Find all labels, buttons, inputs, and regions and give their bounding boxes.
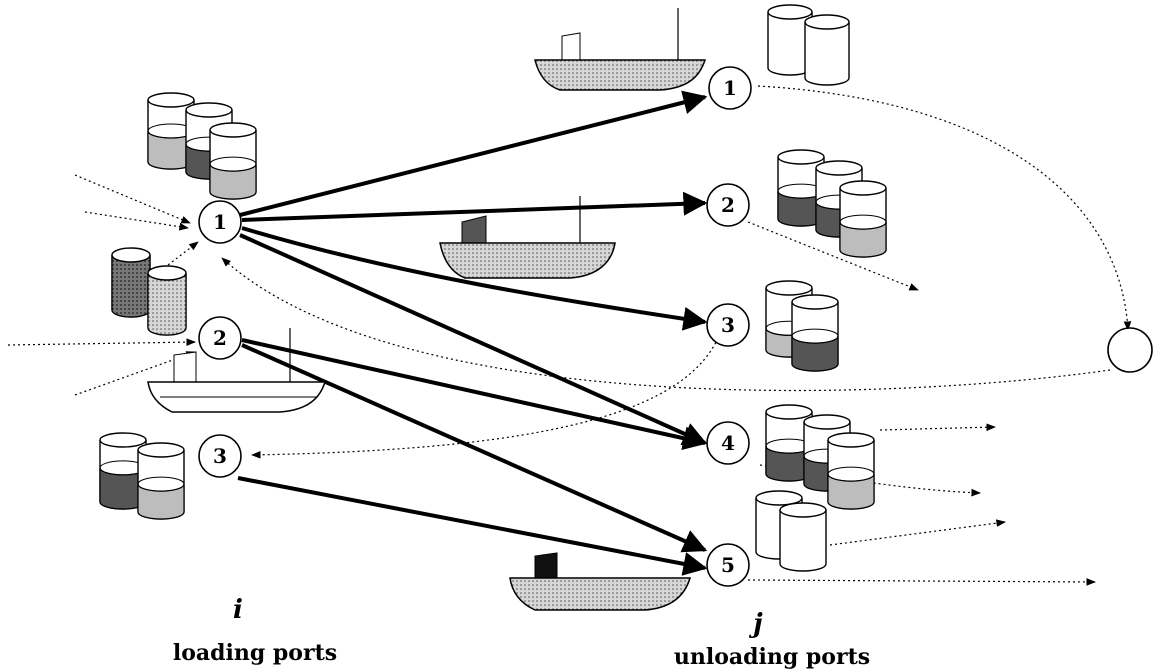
- intermediate-node: [1107, 327, 1153, 373]
- shipment-arrow-1-2: [241, 191, 708, 222]
- tank-icon: [137, 442, 185, 520]
- tank-icon: [791, 294, 839, 372]
- loading-port-2-tanks: [111, 247, 187, 336]
- loading-port-3: 3: [198, 434, 242, 478]
- ship-left: [147, 328, 327, 413]
- tank-icon: [827, 432, 875, 510]
- loading-ports-caption: loading ports: [173, 640, 337, 666]
- tank-icon: [839, 180, 887, 258]
- shipment-arrow-2-5: [241, 343, 708, 553]
- tank-icon: [111, 247, 151, 318]
- loading-port-3-tanks: [99, 432, 185, 520]
- loading-port-1-tanks: [147, 92, 257, 200]
- shipment-arrow-1-4: [239, 233, 708, 446]
- tank-icon: [147, 265, 187, 336]
- unloading-port-1-label: 1: [723, 76, 737, 100]
- shipment-arrow-3-5: [237, 476, 708, 576]
- tank-icon: [779, 502, 827, 572]
- unloading-ports-symbol: j: [748, 609, 763, 639]
- shipment-arrow-1-1: [239, 90, 708, 217]
- tank-icon: [99, 432, 147, 510]
- tank-icon: [767, 4, 813, 76]
- loading-port-1: 1: [198, 200, 242, 244]
- unloading-port-3-label: 3: [721, 313, 735, 337]
- unloading-port-3: 3: [706, 303, 750, 347]
- tank-icon: [209, 122, 257, 200]
- unloading-port-2-label: 2: [721, 193, 735, 217]
- loading-port-2-label: 2: [213, 326, 227, 350]
- ship-bottom: [509, 552, 692, 611]
- tank-icon: [765, 404, 813, 482]
- unloading-port-4-tanks: [765, 404, 875, 510]
- unloading-port-5: 5: [706, 543, 750, 587]
- loading-port-1-label: 1: [213, 210, 227, 234]
- loading-port-3-label: 3: [213, 444, 227, 468]
- unloading-port-2: 2: [706, 183, 750, 227]
- unloading-port-2-tanks: [777, 149, 887, 258]
- ship-top: [534, 8, 707, 91]
- unloading-ports-caption: unloading ports: [674, 644, 870, 670]
- unloading-port-4-label: 4: [721, 431, 735, 455]
- tank-groups: [99, 4, 887, 572]
- shipment-arrow-1-3: [241, 226, 708, 331]
- ship-middle: [439, 196, 616, 279]
- unloading-port-4: 4: [706, 421, 750, 465]
- unloading-port-5-label: 5: [721, 553, 735, 577]
- unloading-port-1: 1: [708, 66, 752, 110]
- unloading-port-1-tanks: [767, 4, 850, 86]
- loading-ports-symbol: i: [233, 595, 243, 625]
- loading-port-2: 2: [198, 316, 242, 360]
- unloading-port-5-tanks: [755, 490, 827, 572]
- tank-icon: [804, 14, 850, 86]
- unloading-port-3-tanks: [765, 280, 839, 372]
- shipment-arrows: [237, 90, 708, 576]
- tank-icon: [777, 149, 825, 227]
- outgoing-flows: [221, 85, 1132, 586]
- shipment-arrow-2-4: [241, 338, 708, 451]
